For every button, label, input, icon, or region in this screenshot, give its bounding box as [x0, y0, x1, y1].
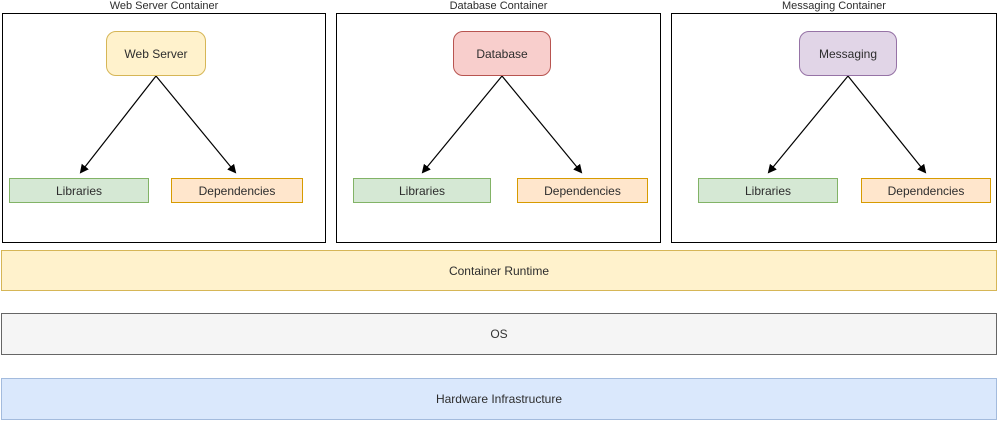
arrow-to-libraries: [79, 75, 157, 174]
node-libraries: Libraries: [9, 178, 149, 203]
node-libraries: Libraries: [353, 178, 491, 203]
node-dependencies: Dependencies: [171, 178, 303, 203]
arrow-to-dependencies: [155, 75, 237, 174]
container-title-database: Database Container: [449, 0, 548, 12]
container-group-database: Database Container Database Libraries De…: [336, 0, 661, 243]
container-title-web-server: Web Server Container: [109, 0, 219, 12]
layer-hardware-infrastructure: Hardware Infrastructure: [1, 378, 997, 420]
layer-container-runtime: Container Runtime: [1, 250, 997, 291]
layer-os: OS: [1, 313, 997, 355]
arrow-to-dependencies: [501, 75, 583, 174]
container-group-web-server: Web Server Container Web Server Librarie…: [2, 0, 326, 243]
arrow-to-dependencies: [847, 75, 927, 174]
node-messaging: Messaging: [799, 31, 897, 76]
container-box-messaging: Messaging Libraries Dependencies: [671, 13, 997, 243]
node-dependencies: Dependencies: [861, 178, 991, 203]
node-web-server: Web Server: [106, 31, 206, 76]
container-box-database: Database Libraries Dependencies: [336, 13, 661, 243]
container-group-messaging: Messaging Container Messaging Libraries …: [671, 0, 997, 243]
container-box-web-server: Web Server Libraries Dependencies: [2, 13, 326, 243]
node-database: Database: [453, 31, 551, 76]
node-libraries: Libraries: [698, 178, 838, 203]
arrow-to-libraries: [767, 75, 849, 174]
container-title-messaging: Messaging Container: [782, 0, 886, 12]
node-dependencies: Dependencies: [517, 178, 648, 203]
arrow-to-libraries: [421, 75, 503, 174]
